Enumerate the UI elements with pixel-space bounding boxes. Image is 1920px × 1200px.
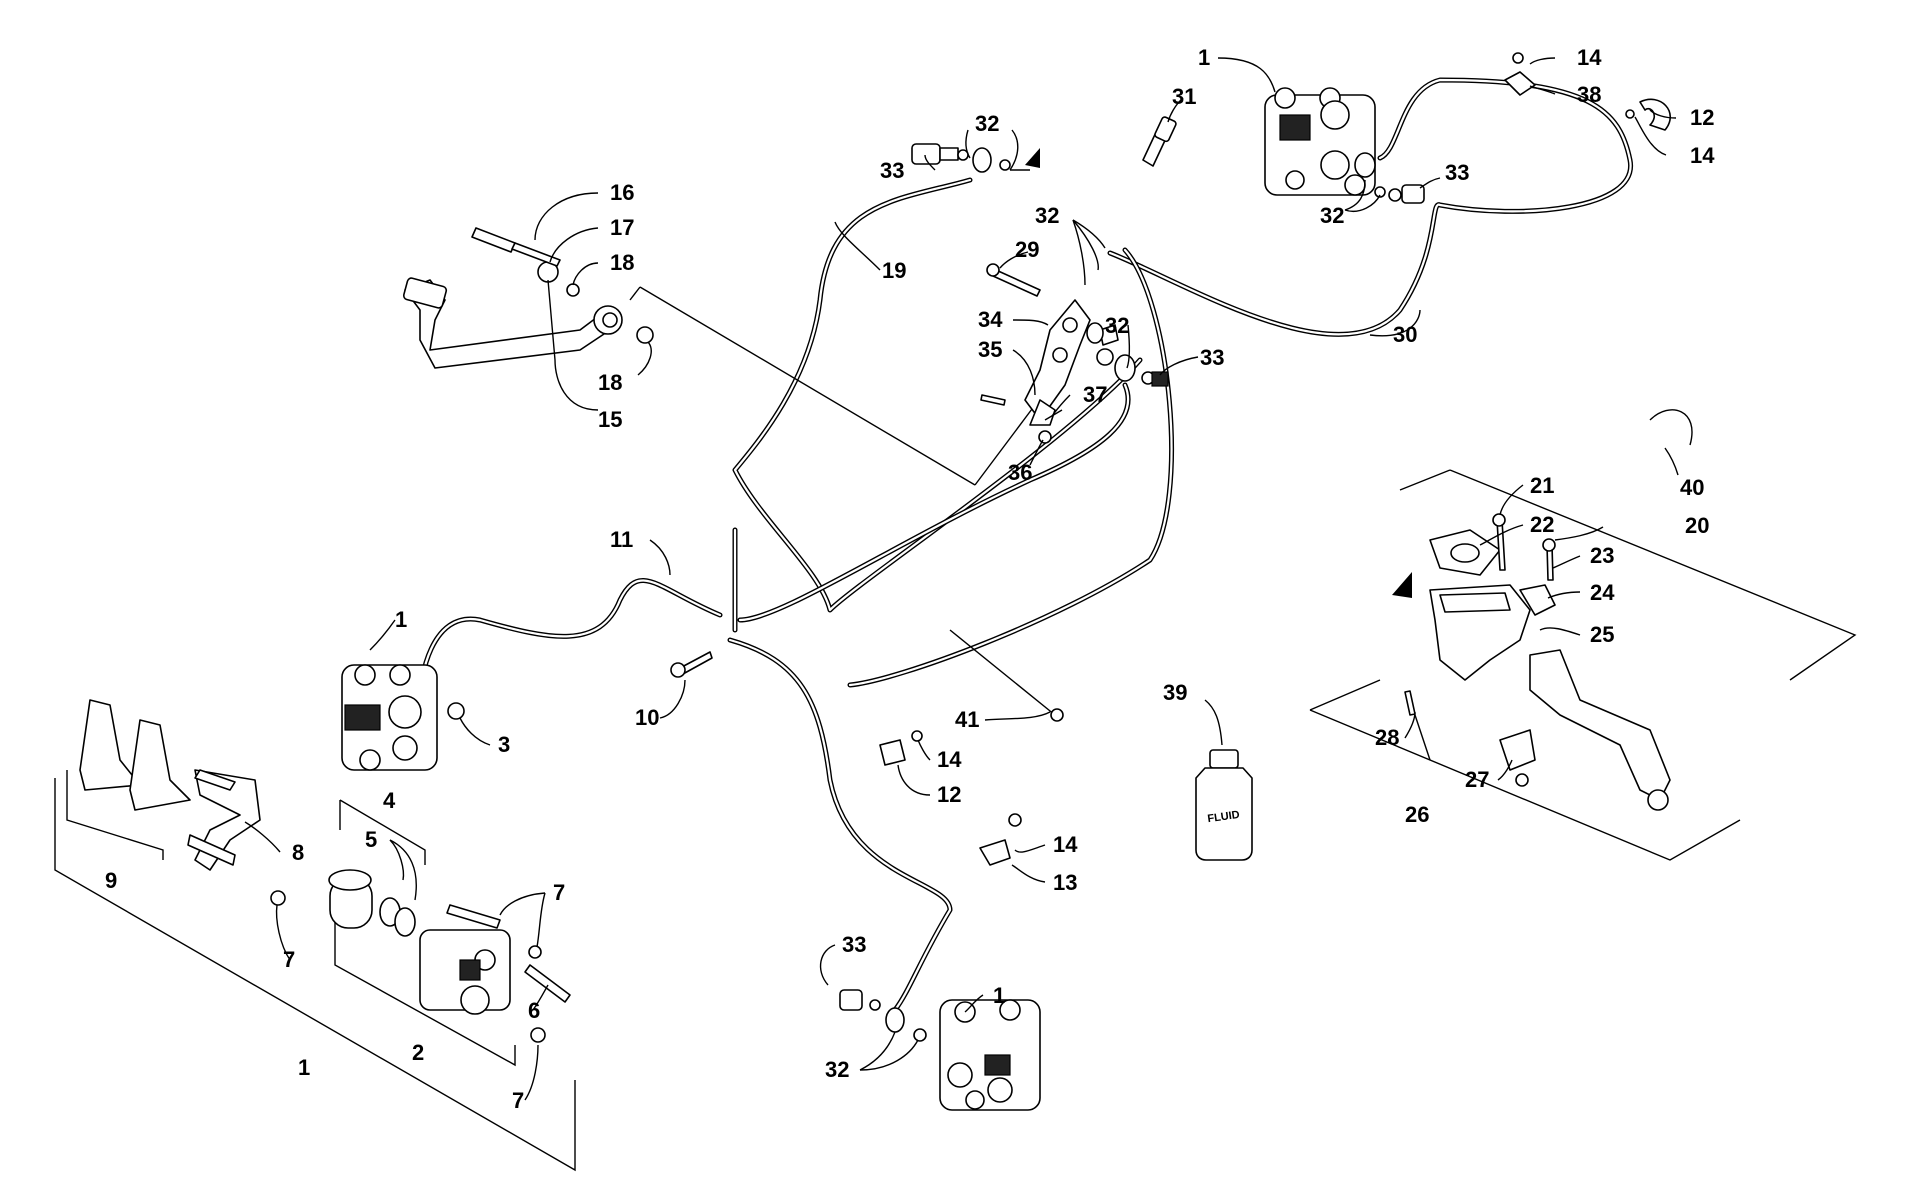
brake-fluid-bottle: FLUID [1195,749,1253,861]
callout-38: 38 [1577,82,1601,107]
callout-18: 18 [610,250,634,275]
callout-1: 1 [1198,45,1210,70]
callout-12: 12 [1690,105,1714,130]
callout-27: 27 [1465,767,1489,792]
callout-1: 1 [395,607,407,632]
callout-2: 2 [412,1040,424,1065]
callout-7: 7 [553,880,565,905]
master-cylinder-assembly [1392,409,1693,811]
callout-32: 32 [975,111,999,136]
fittings [447,52,1671,1042]
callout-leaders [244,57,1679,1101]
callout-14: 14 [1690,143,1715,168]
callout-37: 37 [1083,382,1107,407]
callout-32: 32 [1035,203,1059,228]
callout-11: 11 [610,527,633,552]
callout-9: 9 [105,868,117,893]
callout-30: 30 [1393,322,1417,347]
callout-39: 39 [1163,680,1187,705]
callout-26: 26 [1405,802,1429,827]
brake-caliper-top-right [1264,87,1376,196]
callout-29: 29 [1015,237,1039,262]
callout-28: 28 [1375,725,1399,750]
callout-12: 12 [937,782,961,807]
callout-3: 3 [498,732,510,757]
callout-33: 33 [880,158,904,183]
callout-13: 13 [1053,870,1077,895]
callout-17: 17 [610,215,634,240]
callout-5: 5 [365,827,377,852]
callout-41: 41 [955,707,979,732]
callout-8: 8 [292,840,304,865]
brake-caliper-left-front [341,664,438,771]
callout-33: 33 [1200,345,1224,370]
callout-4: 4 [383,788,396,813]
callout-32: 32 [825,1057,849,1082]
callout-31: 31 [1172,84,1196,109]
callout-14: 14 [1577,45,1602,70]
callout-33: 33 [1445,160,1469,185]
caliper-assembly-exploded [79,699,571,1043]
callout-36: 36 [1008,460,1032,485]
callout-23: 23 [1590,543,1614,568]
callout-19: 19 [882,258,906,283]
callout-33: 33 [842,932,866,957]
callout-32: 32 [1105,313,1129,338]
callout-22: 22 [1530,512,1554,537]
callout-6: 6 [528,998,540,1023]
callout-10: 10 [635,705,659,730]
callout-35: 35 [978,337,1002,362]
callout-20: 20 [1685,513,1709,538]
brake-hose-center [737,382,1131,623]
callout-24: 24 [1590,580,1615,605]
callout-25: 25 [1590,622,1614,647]
brake-hoses [417,77,1633,1013]
callout-1: 1 [298,1055,310,1080]
brake-hose-rear [727,637,953,1013]
brake-caliper-rear [939,999,1041,1111]
callout-numbers: 1 14 31 32 38 12 33 14 33 32 32 16 17 18… [105,45,1715,1113]
callout-1: 1 [993,983,1005,1008]
brake-hose-11 [417,578,723,703]
callout-34: 34 [978,307,1003,332]
proportioning-valve [1024,299,1119,444]
callout-15: 15 [598,407,622,432]
brake-pedal-assembly [402,227,623,369]
callout-7: 7 [512,1088,524,1113]
callout-32: 32 [1320,203,1344,228]
assembly-brackets [54,286,1857,1172]
callout-40: 40 [1680,475,1704,500]
callout-16: 16 [610,180,634,205]
callout-21: 21 [1530,473,1554,498]
callout-18: 18 [598,370,622,395]
callout-14: 14 [937,747,962,772]
bottle-label: FLUID [1207,809,1241,825]
callout-7: 7 [283,947,295,972]
callout-14: 14 [1053,832,1078,857]
brake-hose-19 [732,177,1143,613]
